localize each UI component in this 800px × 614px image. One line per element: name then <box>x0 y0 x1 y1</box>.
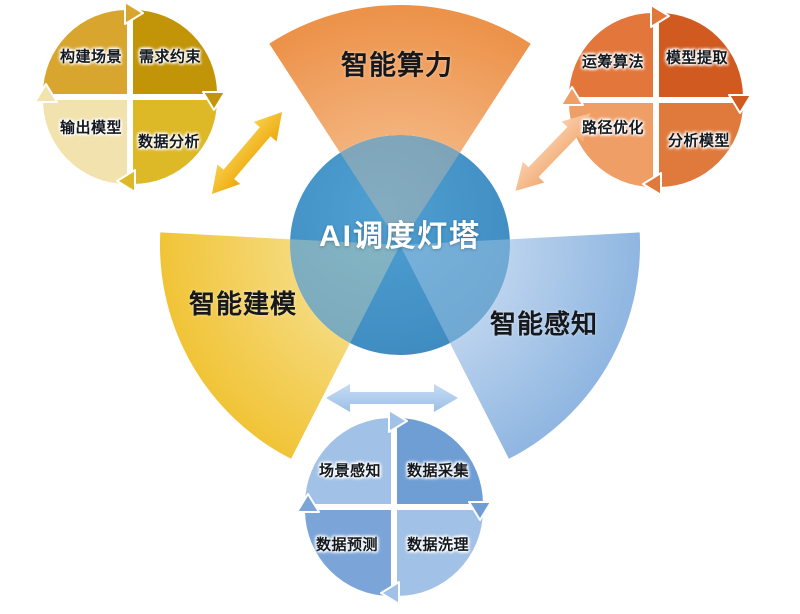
double-arrow-icon <box>326 384 458 412</box>
cycle-arrow-east-icon <box>202 91 226 111</box>
satellite-bottom <box>296 409 492 605</box>
center-hub-label: AI调度灯塔 <box>319 220 481 253</box>
sector-top-label: 智能算力 <box>341 50 453 81</box>
cycle-arrow-east-icon <box>728 94 752 114</box>
cycle-arrow-south-icon <box>380 581 400 605</box>
cycle-arrow-east-icon <box>468 501 492 521</box>
quadrant-label: 分析模型 <box>667 132 731 150</box>
quadrant-bl <box>305 510 391 596</box>
quadrant-bl <box>569 103 653 187</box>
cycle-arrow-south-icon <box>642 172 662 196</box>
quadrant-tr <box>659 13 743 97</box>
double-arrow-icon <box>211 111 283 195</box>
cycle-arrow-west-icon <box>296 493 320 513</box>
cycle-arrow-north-icon <box>650 4 670 28</box>
cycle-arrow-north-icon <box>124 1 144 25</box>
quadrant-label: 路径优化 <box>581 119 645 137</box>
quadrant-label: 数据分析 <box>137 133 201 151</box>
link-arrow-bottom <box>326 384 458 412</box>
sector-left-shape <box>159 232 400 459</box>
satellite-top-left <box>34 1 226 193</box>
link-arrow-top-right <box>515 113 591 191</box>
quadrant-label: 数据洗理 <box>406 536 470 554</box>
quadrant-label: 构建场景 <box>59 48 123 66</box>
quadrant-label: 场景感知 <box>318 462 382 480</box>
sector-left-label: 智能建模 <box>188 289 298 319</box>
sector-top-shape <box>269 4 531 246</box>
quadrant-tl <box>569 13 653 97</box>
quadrant-tl <box>43 10 127 94</box>
cycle-arrow-west-icon <box>34 83 58 103</box>
quadrant-label: 输出模型 <box>59 119 123 137</box>
quadrant-br <box>397 510 483 596</box>
quadrant-bl <box>43 100 127 184</box>
satellite-top-right <box>560 4 752 196</box>
cycle-arrow-south-icon <box>116 169 136 193</box>
quadrant-br <box>659 103 743 187</box>
cycle-arrow-north-icon <box>388 409 408 433</box>
quadrant-label: 数据预测 <box>315 536 379 554</box>
quadrant-br <box>133 100 217 184</box>
sector-right-shape <box>400 232 641 459</box>
quadrant-label: 需求约束 <box>138 48 202 66</box>
quadrant-label: 数据采集 <box>406 462 470 480</box>
link-arrow-top-left <box>211 111 283 195</box>
quadrant-label: 运筹算法 <box>581 53 645 71</box>
quadrant-tl <box>305 418 391 504</box>
quadrant-tr <box>133 10 217 94</box>
quadrant-label: 模型提取 <box>665 49 729 67</box>
double-arrow-icon <box>515 113 591 191</box>
cycle-arrow-west-icon <box>560 86 584 106</box>
quadrant-tr <box>397 418 483 504</box>
sector-right-label: 智能感知 <box>489 309 599 339</box>
